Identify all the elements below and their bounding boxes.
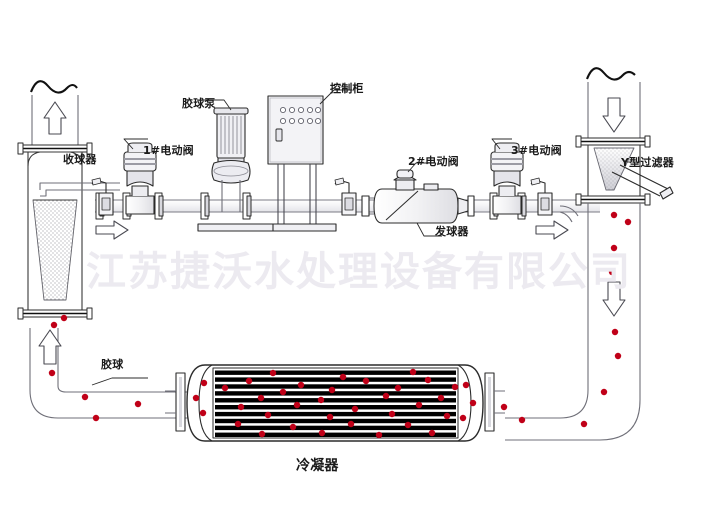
ball-pump: [204, 99, 251, 212]
arrow-collector-up: [43, 101, 67, 135]
arrow-left-riser-up: [38, 329, 62, 365]
label-valve-2: 2#电动阀: [408, 155, 459, 168]
arrow-left-branch-right: [95, 220, 129, 240]
rubber-balls: [48, 211, 632, 439]
company-watermark: 江苏捷沃水处理设备有限公司: [86, 249, 632, 295]
label-rubber-ball: 胶球: [101, 358, 124, 371]
ball-launcher: [361, 162, 475, 237]
label-valve-1: 1#电动阀: [143, 144, 194, 157]
arrow-mid-branch-right: [535, 220, 569, 240]
electric-valve-3: [490, 138, 524, 215]
condenser-tube-rows: [215, 370, 456, 437]
arrow-right-riser-down: [602, 281, 626, 317]
drain-valve-left: [91, 177, 114, 216]
drain-valve-right: [530, 177, 553, 216]
arrow-filter-down: [602, 97, 626, 133]
drain-valve-mid: [334, 177, 357, 216]
left-return-pipe: [29, 328, 196, 419]
label-ball-launcher: 发球器: [435, 225, 469, 238]
rubber-ball-leader: [91, 377, 148, 386]
electric-valve-1: [123, 138, 157, 215]
control-cabinet: [257, 89, 352, 232]
condenser: [165, 364, 505, 442]
label-ball-collector: 收球器: [63, 153, 97, 166]
cabinet-indicator-lights: [279, 106, 322, 125]
label-control-cabinet: 控制柜: [330, 82, 364, 95]
label-ball-pump: 胶球泵: [182, 97, 216, 110]
cabinet-display: [275, 128, 283, 142]
label-condenser: 冷凝器: [296, 458, 339, 474]
right-downcomer-pipe: [505, 203, 641, 441]
label-y-filter: Y型过滤器: [621, 156, 674, 169]
label-valve-3: 3#电动阀: [511, 144, 562, 157]
y-type-filter: [575, 67, 674, 206]
